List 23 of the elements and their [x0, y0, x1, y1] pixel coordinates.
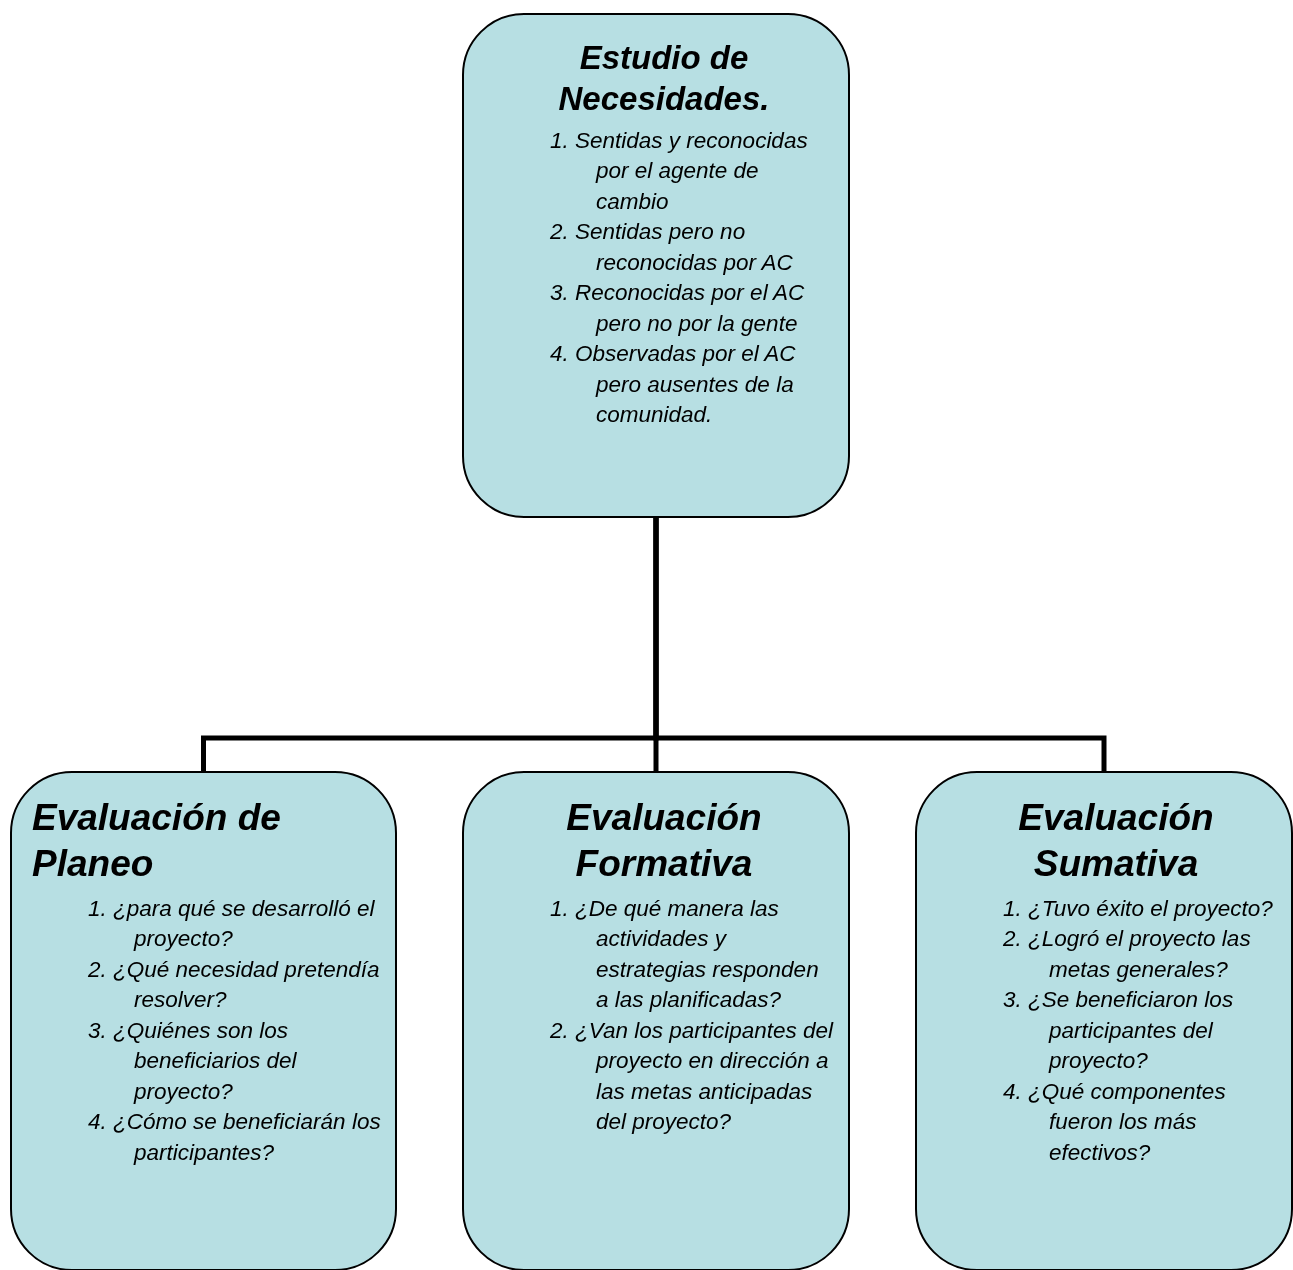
list-item: 2. ¿Qué necesidad pretendía resolver?: [87, 955, 381, 1014]
list-item: 1. ¿para qué se desarrolló el proyecto?: [87, 894, 376, 953]
connector-line: [653, 518, 1107, 771]
rounded-box: [10, 771, 397, 1270]
list-item: 3. ¿Se beneficiaron los participantes del proyecto?: [1002, 986, 1235, 1075]
box-heading: Evaluación Sumativa: [1017, 796, 1215, 887]
box-heading: Evaluación Formativa: [565, 796, 763, 887]
list-item: 1. Sentidas y reconocidas por el agente de cambio: [549, 126, 809, 216]
list-item: 2. ¿Van los participantes del proyecto en dirección a las metas anticipadas del proyecto?: [549, 1016, 834, 1136]
list-item: 4. ¿Qué componentes fueron los más efectivos?: [1002, 1077, 1227, 1167]
rounded-box: [915, 771, 1293, 1270]
rounded-box: [462, 13, 850, 518]
list-item: 4. Observadas por el AC pero ausentes de la comunidad.: [549, 340, 797, 429]
rounded-box: [462, 771, 850, 1270]
list-item: 2. ¿Logró el proyecto las metas generales?: [1002, 925, 1252, 984]
list-item: 1. ¿De qué manera las actividades y estrategias responden a las planificadas?: [549, 894, 820, 1014]
box-heading: Evaluación de Planeo: [32, 796, 282, 887]
list-item: 3. ¿Quiénes son los beneficiarios del proyecto?: [87, 1016, 298, 1106]
list-item: 1. ¿Tuvo éxito el proyecto?: [1002, 894, 1274, 923]
list-item: 3. Reconocidas por el AC pero no por la gente: [549, 279, 806, 338]
list-item: 4. ¿Cómo se beneficiarán los participantes?: [87, 1108, 381, 1167]
list-item: 2. Sentidas pero no reconocidas por AC: [549, 218, 794, 277]
box-heading: Estudio de Necesidades.: [557, 38, 771, 120]
